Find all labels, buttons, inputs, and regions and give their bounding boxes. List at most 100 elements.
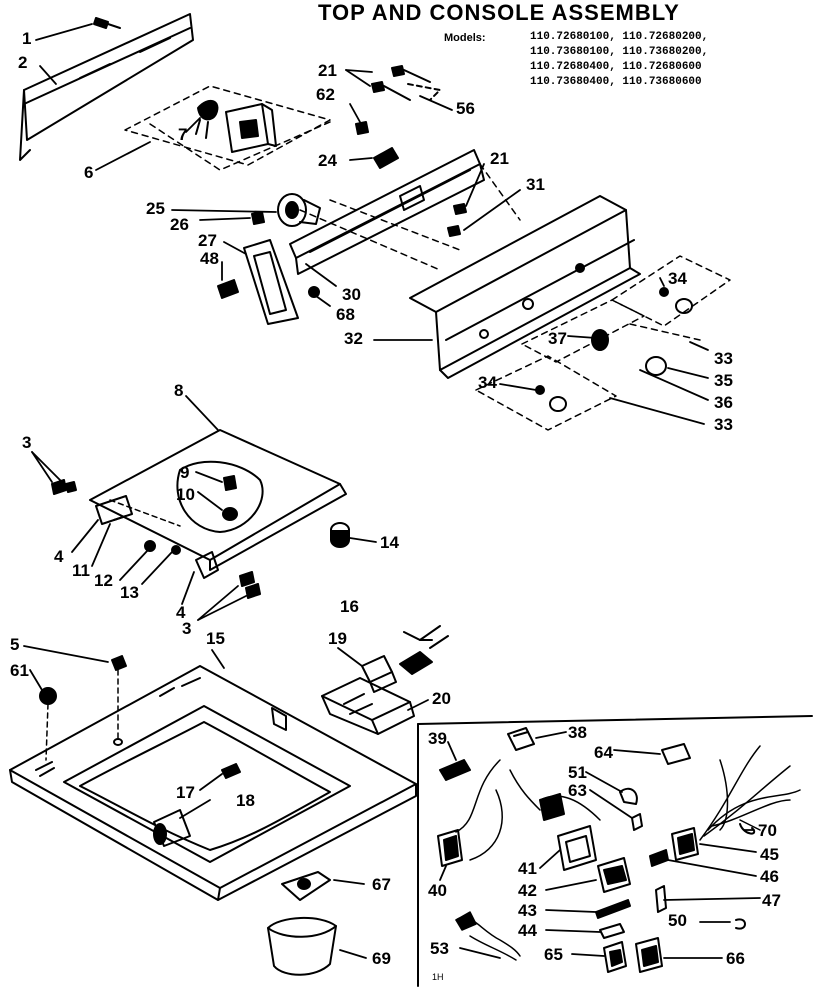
assembly-dashes-top xyxy=(299,163,521,271)
model-line: 110.72680100, 110.72680200, xyxy=(530,31,709,43)
hinge-pin-part-17 xyxy=(221,763,241,779)
timer-part xyxy=(225,103,277,153)
part-label-68: 68 xyxy=(336,305,355,324)
washer-part-68 xyxy=(308,286,320,298)
part-47 xyxy=(655,885,667,913)
part-label-46: 46 xyxy=(760,867,779,886)
connector-part-66 xyxy=(635,937,663,973)
terminal-block-part-39 xyxy=(439,759,471,781)
tub-ring-part-69 xyxy=(267,916,337,976)
lid-part-8 xyxy=(89,429,347,571)
part-label-13: 13 xyxy=(120,583,139,602)
bezel-part-27 xyxy=(243,239,299,325)
part-label-37: 37 xyxy=(548,329,567,348)
part-label-70: 70 xyxy=(758,821,777,840)
washer-part-62 xyxy=(355,121,369,135)
part-label-6: 6 xyxy=(84,163,94,182)
part-label-3: 3 xyxy=(22,433,32,452)
part-label-27: 27 xyxy=(198,231,217,250)
part-label-32: 32 xyxy=(344,329,363,348)
part-label-31: 31 xyxy=(526,175,545,194)
model-line: 110.73680100, 110.73680200, xyxy=(530,46,709,58)
part-label-26: 26 xyxy=(170,215,189,234)
model-line: 110.73680400, 110.73680600 xyxy=(530,76,702,88)
part-label-7: 7 xyxy=(178,125,188,144)
part-label-16: 16 xyxy=(340,597,359,616)
relay-part-38 xyxy=(507,727,535,751)
switch-housing-part-20 xyxy=(321,677,415,735)
hinge-parts-3-4-11-12-13 xyxy=(51,479,261,599)
part-label-43: 43 xyxy=(518,901,537,920)
screws-21-top xyxy=(371,65,441,101)
console-panel-part-32 xyxy=(409,195,641,379)
part-label-51: 51 xyxy=(568,763,587,782)
part-label-33: 33 xyxy=(714,415,733,434)
part-label-66: 66 xyxy=(726,949,745,968)
knob-part-25 xyxy=(277,193,321,227)
lid-switch-part-19 xyxy=(361,625,449,693)
door-stop-part-67 xyxy=(281,871,331,901)
indicator-light-part-7 xyxy=(195,99,219,139)
nut-part-5 xyxy=(111,655,127,746)
clip-part-51 xyxy=(619,787,638,805)
part-label-9: 9 xyxy=(180,463,190,482)
bumper-part-14 xyxy=(330,522,350,548)
clip-part-64 xyxy=(661,743,691,765)
part-label-62: 62 xyxy=(316,85,335,104)
screws-21-31 xyxy=(447,203,467,237)
part-label-67: 67 xyxy=(372,875,391,894)
connector-part-40 xyxy=(437,829,463,867)
part-label-3: 3 xyxy=(182,619,192,638)
part-label-14: 14 xyxy=(380,533,399,552)
part-label-33: 33 xyxy=(714,349,733,368)
clip-part-63 xyxy=(631,813,643,831)
part-label-61: 61 xyxy=(10,661,29,680)
rear-panel xyxy=(19,13,194,161)
part-label-34: 34 xyxy=(668,269,687,288)
part-label-53: 53 xyxy=(430,939,449,958)
part-label-1: 1 xyxy=(22,29,32,48)
footer-code: 1H xyxy=(432,972,444,982)
part-46 xyxy=(649,849,669,867)
part-label-65: 65 xyxy=(544,945,563,964)
part-label-38: 38 xyxy=(568,723,587,742)
part-label-4: 4 xyxy=(176,603,186,622)
part-label-11: 11 xyxy=(72,561,90,580)
model-list: 110.72680100, 110.72680200, 110.73680100… xyxy=(530,30,708,90)
harness-part-53 xyxy=(455,911,521,961)
diagram-title: TOP AND CONSOLE ASSEMBLY xyxy=(318,0,680,25)
part-label-5: 5 xyxy=(10,635,20,654)
part-label-10: 10 xyxy=(176,485,195,504)
models-label: Models: xyxy=(444,32,486,44)
switch-group-outlines xyxy=(475,255,731,431)
part-label-42: 42 xyxy=(518,881,537,900)
plug-part-61 xyxy=(39,687,57,761)
part-label-34: 34 xyxy=(478,373,497,392)
knobs-and-switches-34-37-35 xyxy=(535,287,693,412)
hinge-bracket-part-18 xyxy=(153,809,191,847)
switch-part-42 xyxy=(597,857,631,893)
switch-part-24 xyxy=(373,147,399,169)
part-label-35: 35 xyxy=(714,371,733,390)
part-label-25: 25 xyxy=(146,199,165,218)
screw-part-1 xyxy=(93,17,121,29)
main-harness-wires xyxy=(455,745,801,861)
part-label-45: 45 xyxy=(760,845,779,864)
part-label-69: 69 xyxy=(372,949,391,968)
part-label-39: 39 xyxy=(428,729,447,748)
screw-part-26 xyxy=(251,211,265,225)
part-label-17: 17 xyxy=(176,783,195,802)
part-label-64: 64 xyxy=(594,743,613,762)
timer-group-outline xyxy=(124,85,331,171)
part-label-24: 24 xyxy=(318,151,337,170)
part-label-56: 56 xyxy=(456,99,475,118)
part-label-20: 20 xyxy=(432,689,451,708)
motor-switch-part-41 xyxy=(539,793,597,871)
part-label-41: 41 xyxy=(518,859,537,878)
terminal-part-44 xyxy=(599,923,625,939)
part-label-12: 12 xyxy=(94,571,113,590)
part-label-4: 4 xyxy=(54,547,64,566)
part-label-44: 44 xyxy=(518,921,537,940)
washer-top-part-15 xyxy=(9,665,417,901)
